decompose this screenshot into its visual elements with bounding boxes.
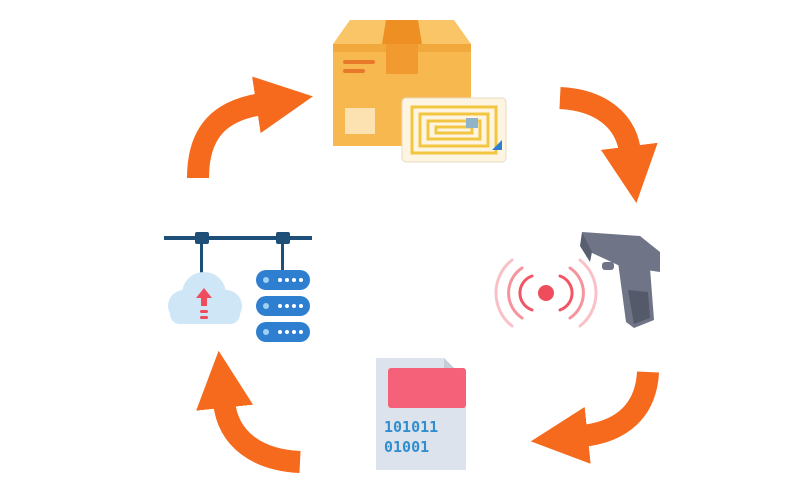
- upload-arrow-icon: [196, 288, 212, 306]
- arrow-top-left-icon: [187, 76, 313, 179]
- server-stack-icon: [256, 270, 310, 342]
- arrow-bottom-right-icon: [530, 370, 659, 464]
- arrow-bottom-left-icon: [196, 350, 301, 473]
- package-with-rfid-tag-icon: [333, 20, 507, 163]
- binary-line-2: 01001: [384, 438, 429, 456]
- binary-line-1: 101011: [384, 418, 438, 436]
- rfid-barcode-scanner-icon: [494, 232, 660, 328]
- signal-waves: [494, 258, 598, 328]
- binary-document-icon: 101011 01001: [376, 358, 466, 470]
- cycle-arrows: [187, 76, 659, 473]
- arrow-top-right-icon: [559, 87, 658, 204]
- cloud-server-network-icon: [164, 232, 312, 342]
- document-label: [388, 368, 466, 408]
